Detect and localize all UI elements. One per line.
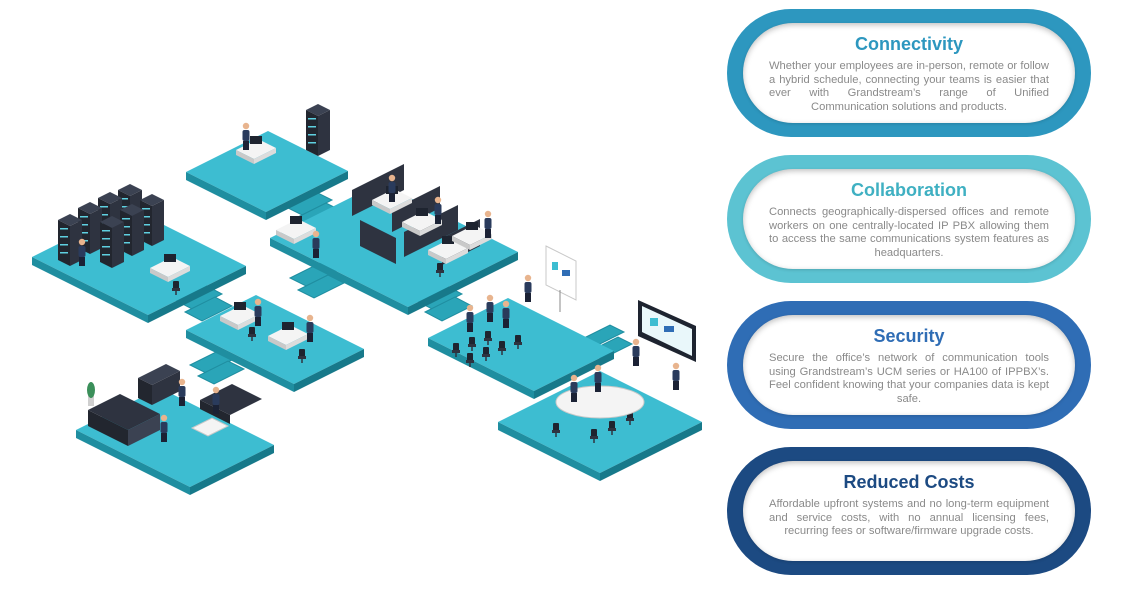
isometric-office-illustration <box>32 104 702 495</box>
floor-top-office <box>186 131 348 220</box>
card-title: Collaboration <box>851 180 967 200</box>
shelving <box>138 364 180 405</box>
presentation-board <box>545 245 577 312</box>
card-title: Reduced Costs <box>843 472 975 492</box>
reception-desk <box>88 394 160 446</box>
wall-screen <box>638 300 696 362</box>
card-connectivity-body: Connectivity Whether your employees are … <box>743 23 1075 123</box>
card-description: Connects geographically-dispersed office… <box>769 206 1049 259</box>
card-title: Connectivity <box>854 34 964 54</box>
card-connectivity: Connectivity Whether your employees are … <box>727 9 1091 137</box>
card-description: Affordable upfront systems and no long-t… <box>769 498 1049 537</box>
card-security-body: Security Secure the office’s network of … <box>743 315 1075 415</box>
card-description: Secure the office’s network of communica… <box>769 352 1049 405</box>
card-collaboration: Collaboration Connects geographically-di… <box>727 155 1091 283</box>
card-security: Security Secure the office’s network of … <box>727 301 1091 429</box>
coffee-table <box>190 417 230 437</box>
card-reduced-costs: Reduced Costs Affordable upfront systems… <box>727 447 1091 575</box>
card-title: Security <box>873 326 945 346</box>
card-collaboration-body: Collaboration Connects geographically-di… <box>743 169 1075 269</box>
floor-meeting-room <box>498 371 702 481</box>
card-description: Whether your employees are in-person, re… <box>769 60 1049 113</box>
plant <box>87 382 95 406</box>
card-reduced-costs-body: Reduced Costs Affordable upfront systems… <box>743 461 1075 561</box>
